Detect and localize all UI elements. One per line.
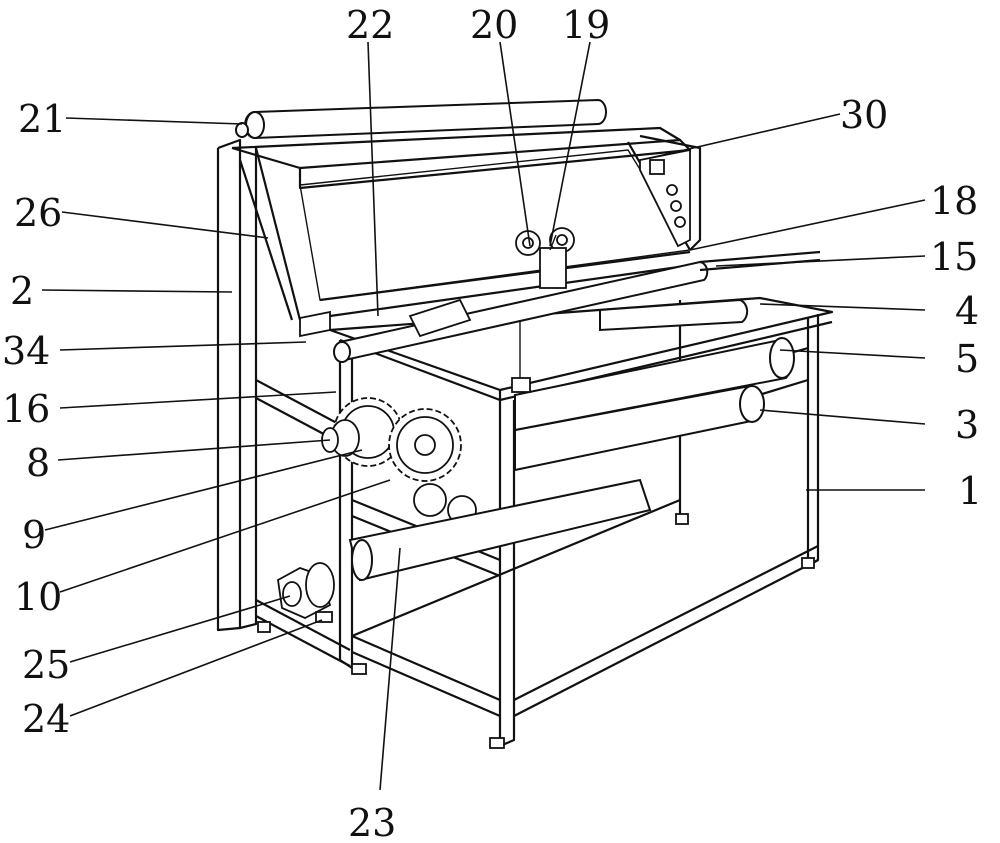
label-22: 22 (346, 3, 394, 47)
label-21: 21 (18, 97, 66, 141)
label-18: 18 (930, 179, 978, 223)
label-16: 16 (2, 387, 50, 431)
label-30: 30 (840, 93, 888, 137)
label-26: 26 (14, 191, 62, 235)
label-10: 10 (14, 575, 62, 619)
fabric-rollers (515, 300, 794, 470)
label-8: 8 (26, 441, 50, 485)
label-20: 20 (470, 3, 518, 47)
label-9: 9 (22, 513, 46, 557)
label-4: 4 (955, 289, 979, 333)
label-15: 15 (930, 235, 978, 279)
machine-illustration (218, 100, 832, 748)
label-19: 19 (562, 3, 610, 47)
handwheels (516, 228, 574, 288)
label-25: 25 (22, 643, 70, 687)
label-3: 3 (955, 403, 979, 447)
label-5: 5 (955, 337, 979, 381)
gear-train (322, 398, 476, 524)
label-24: 24 (22, 697, 70, 741)
frame-feet (258, 514, 814, 748)
label-2: 2 (10, 269, 34, 313)
label-23: 23 (348, 801, 396, 843)
label-34: 34 (2, 329, 50, 373)
label-1: 1 (958, 469, 982, 513)
